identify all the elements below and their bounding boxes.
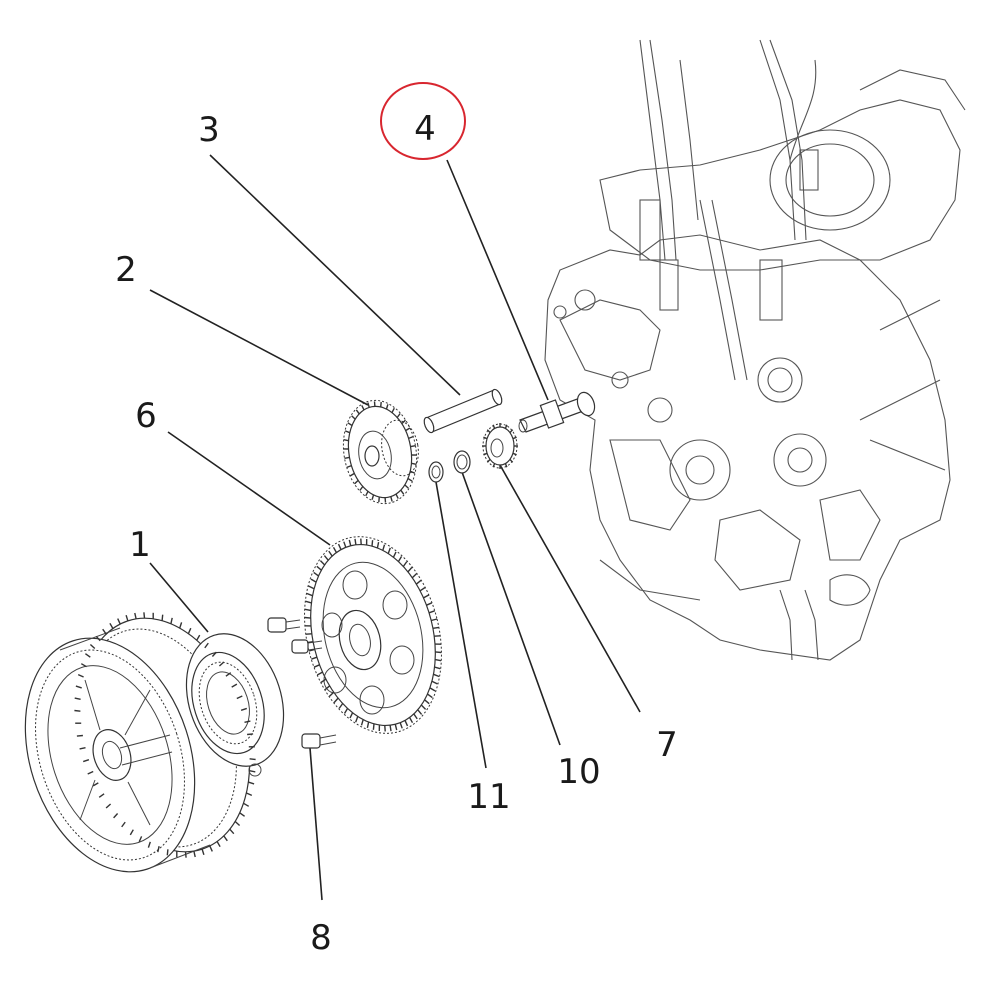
callout-2: 2 — [115, 250, 137, 290]
leader-lines — [149, 154, 641, 901]
double-gear — [342, 399, 419, 505]
callout-7: 7 — [656, 725, 678, 765]
small-gear-teeth — [482, 423, 518, 469]
callout-1: 1 — [129, 525, 151, 565]
idler-shaft — [423, 388, 503, 434]
engine-block — [544, 39, 966, 661]
bolts — [267, 617, 337, 749]
callout-4: 4 — [414, 109, 436, 149]
circlip — [428, 461, 444, 483]
callout-3: 3 — [198, 110, 220, 150]
double-gear-teeth — [343, 401, 417, 503]
large-gear-teeth — [304, 538, 442, 732]
stub-shaft — [518, 391, 596, 433]
flywheel-ring-teeth — [74, 612, 256, 858]
callout-6: 6 — [135, 396, 157, 436]
large-idler-gear — [304, 536, 442, 734]
callout-11: 11 — [467, 777, 511, 817]
washer — [453, 450, 471, 474]
callout-8: 8 — [310, 918, 332, 958]
one-way-clutch-bearing — [185, 633, 285, 777]
highlight-ring — [380, 82, 466, 160]
callout-10: 10 — [557, 752, 601, 792]
